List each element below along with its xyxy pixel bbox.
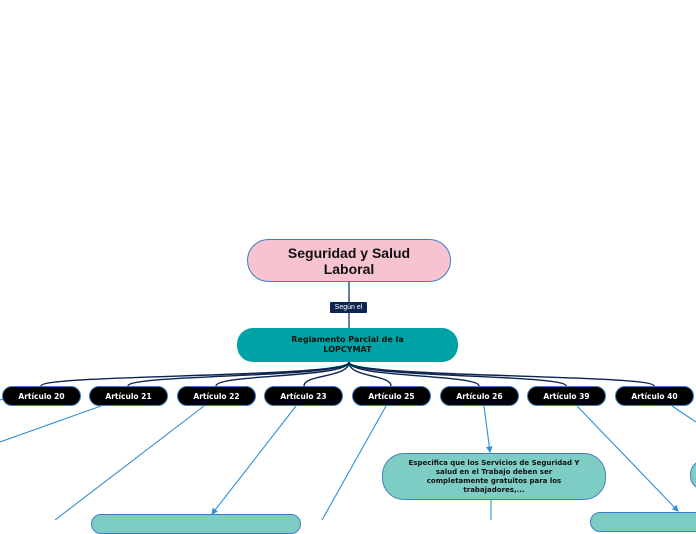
article-21-node[interactable]: Artículo 21 xyxy=(89,386,168,406)
root-title: Seguridad y Salud Laboral xyxy=(287,244,411,277)
article-22-node[interactable]: Artículo 22 xyxy=(177,386,256,406)
article-detail-lines xyxy=(0,396,696,520)
article-26-detail-text: Especifica que los Servicios de Segurida… xyxy=(408,458,580,494)
regulation-to-articles-lines xyxy=(40,361,655,387)
regulation-node[interactable]: Reglamento Parcial de la LOPCYMAT xyxy=(237,328,458,362)
connector-lines xyxy=(0,282,696,520)
article-25-node[interactable]: Artículo 25 xyxy=(352,386,431,406)
regulation-title: Reglamento Parcial de la LOPCYMAT xyxy=(291,335,404,354)
article-26-node[interactable]: Artículo 26 xyxy=(440,386,519,406)
root-node[interactable]: Seguridad y Salud Laboral xyxy=(247,239,451,282)
detail-node-partial[interactable] xyxy=(91,514,301,534)
article-20-node[interactable]: Artículo 20 xyxy=(2,386,81,406)
article-40-node[interactable]: Artículo 40 xyxy=(615,386,694,406)
detail-node-partial[interactable] xyxy=(590,512,696,532)
article-39-node[interactable]: Artículo 39 xyxy=(527,386,606,406)
article-23-node[interactable]: Artículo 23 xyxy=(264,386,343,406)
connector-label: Según el xyxy=(330,302,367,313)
article-26-detail-node[interactable]: Especifica que los Servicios de Segurida… xyxy=(382,453,606,500)
